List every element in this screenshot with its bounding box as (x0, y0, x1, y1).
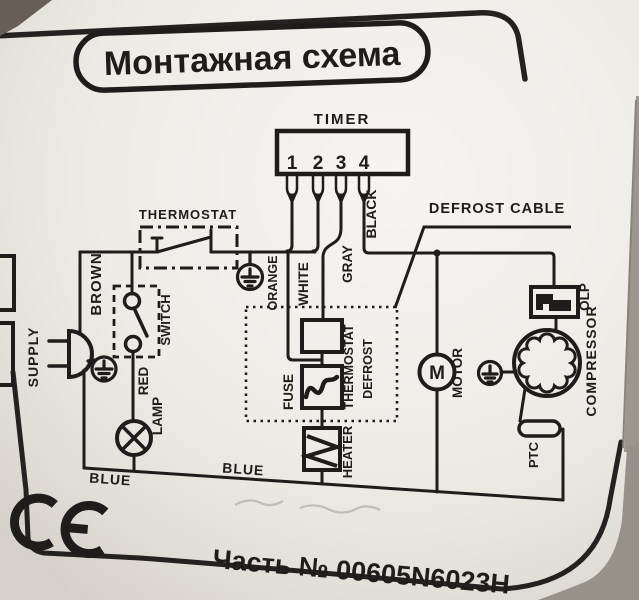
timer-terminal-1: 1 (287, 153, 298, 174)
fuse-label: FUSE (281, 374, 296, 410)
wire-label-blue-mid: BLUE (222, 460, 265, 479)
switch-blade (132, 306, 149, 338)
fuse-element (303, 374, 340, 400)
wire-color-labels: BROWN ORANGE WHITE GRAY BLACK RED BLUE B… (88, 190, 379, 489)
heater-label: HEATER (340, 425, 355, 478)
thermostat-dashdot-box (138, 225, 239, 270)
ground-icon-thermostat (235, 250, 265, 292)
supply-label: SUPPLY (25, 327, 41, 388)
title-box (73, 20, 431, 93)
heater-block: HEATER (300, 425, 355, 478)
label-border (0, 10, 624, 592)
thermostat-block: THERMOSTAT (138, 207, 239, 270)
supply-block: SUPPLY (25, 327, 94, 388)
wire-label-black: BLACK (363, 190, 379, 239)
defrost-thermostat-label-1: THERMOSTAT (342, 324, 356, 409)
switch-contact-bottom (123, 334, 143, 354)
timer-terminal-4: 4 (359, 153, 370, 174)
plug-prongs (47, 339, 71, 368)
motor-block: M MOTOR (417, 348, 465, 398)
compressor-icon (512, 328, 582, 398)
olp-label: OLP (577, 283, 592, 311)
olp-box (529, 285, 580, 319)
wire-label-orange: ORANGE (266, 256, 280, 311)
circuit-wires (78, 200, 565, 502)
defrost-cable-leader (393, 225, 571, 309)
photo-corner-top-left (0, 0, 52, 36)
motor-label: MOTOR (450, 348, 465, 398)
border-left-bottom (10, 369, 624, 592)
defrost-cable-block: DEFROST CABLE FUSE THERMOSTAT DEFROST (244, 201, 571, 423)
lamp-label: LAMP (150, 397, 165, 435)
ptc-block: PTC (517, 419, 562, 468)
switch-dashed-box (112, 284, 161, 359)
border-top (0, 10, 528, 82)
motor-symbol: M (429, 363, 445, 384)
defrost-cable-label: DEFROST CABLE (429, 201, 565, 217)
compressor-winding (517, 332, 577, 394)
fuse-box (300, 364, 344, 410)
ground-symbols (86, 250, 504, 387)
heater-element (300, 434, 344, 468)
motor-icon (417, 352, 457, 392)
timer-block: TIMER 1 2 3 4 (274, 111, 411, 206)
timer-box (274, 128, 411, 177)
timer-terminal-2: 2 (313, 153, 324, 174)
photo-edge-right (624, 96, 639, 452)
ce-mark-c (10, 493, 58, 551)
wire-timer4-black (362, 200, 556, 289)
switch-block: SWITCH (112, 284, 173, 359)
ce-mark-icon (10, 493, 109, 558)
wire-label-white: WHITE (296, 262, 311, 306)
thermostat-switch-symbol (150, 228, 213, 254)
wire-label-blue-left: BLUE (89, 470, 132, 489)
defrost-thermostat-label-2: DEFROST (361, 339, 375, 399)
wire-timer3-gray (321, 200, 343, 322)
sticker-edge-right-line (622, 99, 637, 449)
compressor-label: COMPRESSOR (583, 305, 599, 416)
defrost-thermostat-box (300, 318, 344, 354)
lamp-block: LAMP (115, 397, 165, 457)
plug-icon (67, 328, 94, 380)
ptc-label: PTC (526, 441, 541, 468)
wire-compressor-ptc (518, 387, 527, 423)
left-edge-cropped-symbols (0, 254, 16, 387)
wire-orange-bypass (286, 250, 322, 362)
wire-label-gray: GRAY (340, 245, 355, 283)
timer-label: TIMER (314, 111, 371, 128)
switch-label: SWITCH (158, 294, 173, 345)
ce-mark-e (60, 501, 109, 558)
photo-corner-bottom-right (538, 442, 639, 600)
ce-mark-e-bar (65, 523, 89, 534)
compressor-block: COMPRESSOR (512, 305, 599, 417)
switch-contact-top (122, 291, 142, 311)
olp-contact-icon (536, 294, 571, 311)
lamp-cross (120, 424, 148, 452)
timer-terminal-3: 3 (336, 153, 347, 174)
heater-box (302, 426, 342, 472)
olp-block: OLP (529, 283, 592, 319)
wire-label-brown: BROWN (88, 252, 105, 315)
lamp-icon (115, 419, 153, 457)
thermostat-label: THERMOSTAT (139, 207, 237, 222)
timer-pins (285, 174, 371, 206)
ground-icon-compressor (476, 359, 504, 387)
wire-label-red: RED (136, 367, 151, 396)
faint-scribble (234, 499, 381, 514)
ptc-icon (517, 419, 562, 438)
